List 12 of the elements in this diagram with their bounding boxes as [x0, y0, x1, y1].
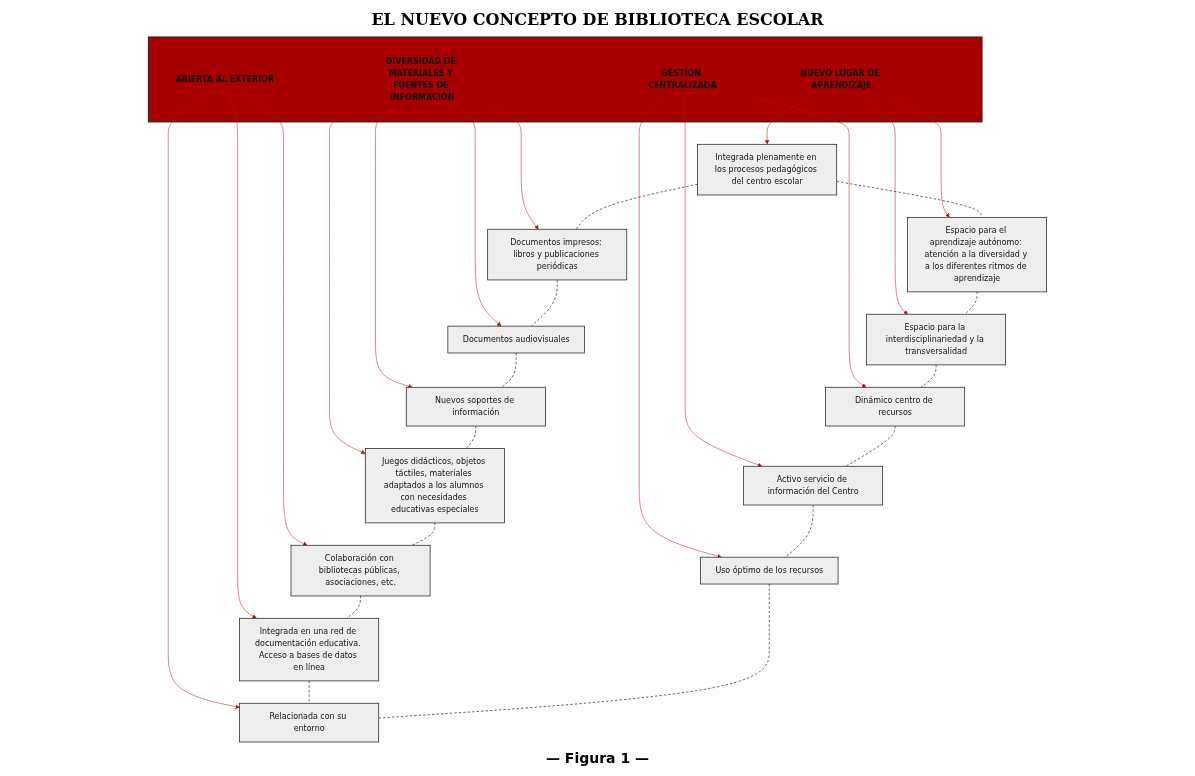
connector	[964, 291, 978, 315]
connector	[501, 352, 517, 388]
connector	[308, 680, 310, 704]
connector	[575, 183, 698, 230]
diagram-title: EL NUEVO CONCEPTO DE BIBLIOTECA ESCOLAR	[371, 10, 824, 29]
figure-caption: — Figura 1 —	[545, 750, 650, 766]
connector	[845, 425, 896, 467]
connector	[466, 425, 477, 449]
connector	[411, 522, 436, 546]
connector	[785, 504, 814, 558]
cluster	[147, 36, 983, 123]
connector	[920, 364, 937, 388]
